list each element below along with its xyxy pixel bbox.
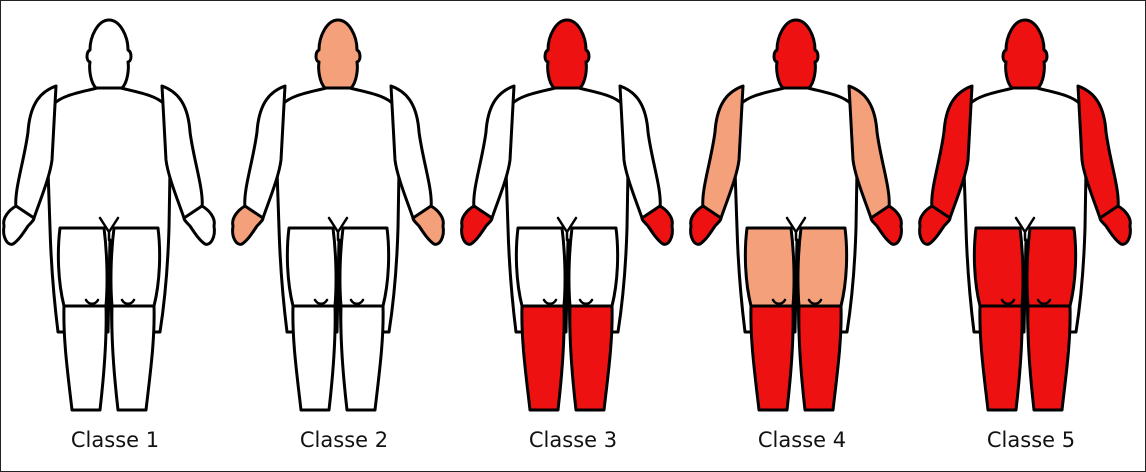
- right-thigh-region: [111, 228, 160, 306]
- body-figure-classe-3: Classe 3: [458, 0, 688, 472]
- body-outline: [687, 0, 917, 472]
- body-outline: [229, 0, 459, 472]
- right-lower-leg-region: [570, 306, 612, 410]
- figure-caption: Classe 3: [458, 428, 688, 452]
- head-region: [1003, 20, 1047, 88]
- figure-caption: Classe 2: [229, 428, 459, 452]
- body-figure-classe-4: Classe 4: [687, 0, 917, 472]
- figure-caption: Classe 1: [0, 428, 230, 452]
- right-thigh-region: [569, 228, 618, 306]
- body-figure-classe-1: Classe 1: [0, 0, 230, 472]
- body-outline: [916, 0, 1146, 472]
- head-region: [545, 20, 589, 88]
- left-lower-leg-region: [980, 306, 1022, 410]
- head-region: [774, 20, 818, 88]
- right-thigh-region: [340, 228, 389, 306]
- figure-caption: Classe 4: [687, 428, 917, 452]
- right-thigh-region: [798, 228, 847, 306]
- body-outline: [0, 0, 230, 472]
- left-thigh-region: [974, 228, 1023, 306]
- right-lower-leg-region: [1028, 306, 1070, 410]
- right-thigh-region: [1027, 228, 1076, 306]
- body-figure-classe-2: Classe 2: [229, 0, 459, 472]
- left-lower-leg-region: [751, 306, 793, 410]
- right-lower-leg-region: [341, 306, 383, 410]
- left-thigh-region: [516, 228, 565, 306]
- left-lower-leg-region: [522, 306, 564, 410]
- left-thigh-region: [287, 228, 336, 306]
- body-outline: [458, 0, 688, 472]
- left-thigh-region: [745, 228, 794, 306]
- left-lower-leg-region: [293, 306, 335, 410]
- left-thigh-region: [58, 228, 107, 306]
- head-region: [87, 20, 131, 88]
- figure-caption: Classe 5: [916, 428, 1146, 452]
- left-lower-leg-region: [64, 306, 106, 410]
- head-region: [316, 20, 360, 88]
- body-figure-classe-5: Classe 5: [916, 0, 1146, 472]
- right-lower-leg-region: [799, 306, 841, 410]
- right-lower-leg-region: [112, 306, 154, 410]
